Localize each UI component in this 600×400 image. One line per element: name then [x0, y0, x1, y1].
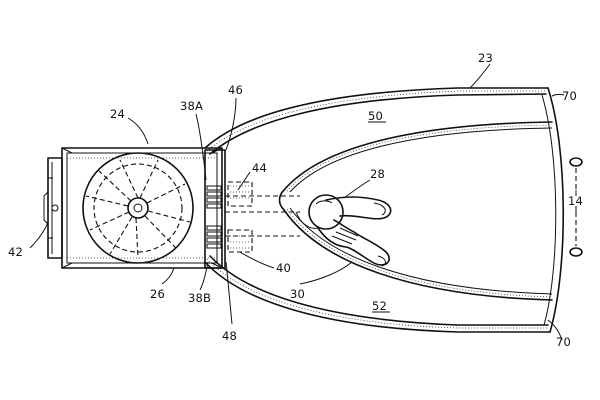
shell-end-cap: [547, 87, 565, 333]
nozzle-arm-lower-ribs: [331, 227, 359, 245]
fan-wheel-inner: [93, 163, 183, 253]
connector-stipple: [230, 235, 250, 249]
label-70-bottom: 70: [556, 335, 571, 349]
channel-bottom-outer: [283, 209, 553, 301]
channel-nose: [278, 189, 285, 211]
mount-tab: [43, 191, 49, 225]
label-38b: 38B: [188, 291, 211, 305]
sensor-upper: [569, 157, 583, 167]
mount-hole: [51, 204, 59, 212]
nozzle-arm-lower-tip: [377, 255, 386, 267]
terminal-block-b: [206, 225, 222, 249]
housing-corner-tl: [61, 147, 73, 154]
sensor-lower: [569, 247, 583, 257]
leader-38a: [195, 113, 207, 181]
fan-housing: [43, 147, 223, 269]
label-24: 24: [110, 107, 125, 121]
fan-blade: [119, 159, 139, 199]
terminal: [206, 225, 222, 231]
terminal: [206, 191, 222, 197]
leader-44: [237, 171, 251, 191]
fan-blade: [109, 216, 133, 255]
fan-blade: [146, 183, 186, 204]
nozzle-arm-lower: [317, 219, 390, 266]
fan-blade: [147, 210, 191, 223]
leader-42: [29, 221, 49, 249]
label-70-top: 70: [562, 89, 577, 103]
connector-block-lower: [227, 229, 253, 253]
leader-38b: [199, 261, 209, 291]
nozzle-arm-upper-tip: [373, 202, 386, 216]
terminal: [206, 231, 222, 237]
label-30: 30: [290, 287, 305, 301]
leader-30: [299, 261, 353, 285]
fan-wheel-outer: [82, 152, 194, 264]
terminal: [206, 197, 222, 203]
fan-blades: [85, 159, 191, 259]
label-26: 26: [150, 287, 165, 301]
mount-bracket: [47, 157, 63, 259]
terminal: [206, 237, 222, 243]
label-28: 28: [370, 167, 385, 181]
inner-channel: [278, 121, 553, 301]
channel-top-outer: [283, 121, 553, 191]
connector-block-upper: [227, 181, 253, 207]
shell-bottom-outer: [204, 261, 551, 333]
outlet-plate-frame: [204, 149, 226, 269]
shell-top-outer: [204, 87, 549, 149]
label-40: 40: [276, 261, 291, 275]
label-50: 50: [368, 109, 383, 123]
label-38a: 38A: [180, 99, 203, 113]
channel-top-inner: [289, 127, 553, 193]
connector-stipple: [230, 185, 250, 199]
fan-blade: [144, 215, 177, 249]
label-23: 23: [478, 51, 493, 65]
label-14: 14: [568, 194, 583, 208]
channel-bottom-hatch: [286, 208, 553, 298]
shell-end-cap-inner: [541, 94, 557, 326]
label-44: 44: [252, 161, 267, 175]
nozzle-ball-joint: [308, 194, 344, 230]
terminal: [206, 185, 222, 191]
leader-lines: [29, 63, 577, 341]
nozzle-ball-highlight: [315, 200, 333, 205]
label-42: 42: [8, 245, 23, 259]
fan-blade: [89, 211, 130, 231]
leader-28: [343, 179, 371, 199]
outer-shell: [204, 87, 565, 333]
terminal: [206, 243, 222, 249]
channel-top-hatch: [286, 124, 553, 192]
leader-24: [127, 117, 149, 145]
duct-lines: [225, 195, 300, 237]
leader-26: [161, 267, 175, 285]
housing-corner-bl: [61, 262, 73, 269]
leader-70b: [547, 319, 563, 341]
label-48: 48: [222, 329, 237, 343]
sensor-group: [569, 157, 583, 257]
leader-48: [225, 261, 233, 325]
label-52: 52: [372, 299, 387, 313]
housing-corner-br: [211, 262, 223, 269]
fan-blade: [135, 217, 139, 259]
fan-blade: [97, 169, 132, 202]
leader-70a: [551, 93, 565, 97]
nozzle-assembly: [295, 194, 392, 267]
reference-numerals: 23 70 70 24 38A 46 50 28 44 14 42 40 30 …: [8, 51, 583, 349]
fan-shaft: [133, 203, 143, 213]
nozzle-neck: [295, 211, 319, 229]
leader-40: [239, 251, 275, 269]
nozzle-arm-upper: [325, 196, 392, 220]
fan-blade: [85, 195, 129, 207]
fan-blade: [139, 159, 159, 199]
outlet-plate: [204, 149, 253, 269]
terminal: [206, 203, 222, 209]
shell-bottom-hatch: [206, 258, 549, 329]
leader-23: [469, 63, 491, 89]
leader-46: [225, 97, 237, 151]
label-46: 46: [228, 83, 243, 97]
terminal-block-a: [206, 185, 222, 209]
